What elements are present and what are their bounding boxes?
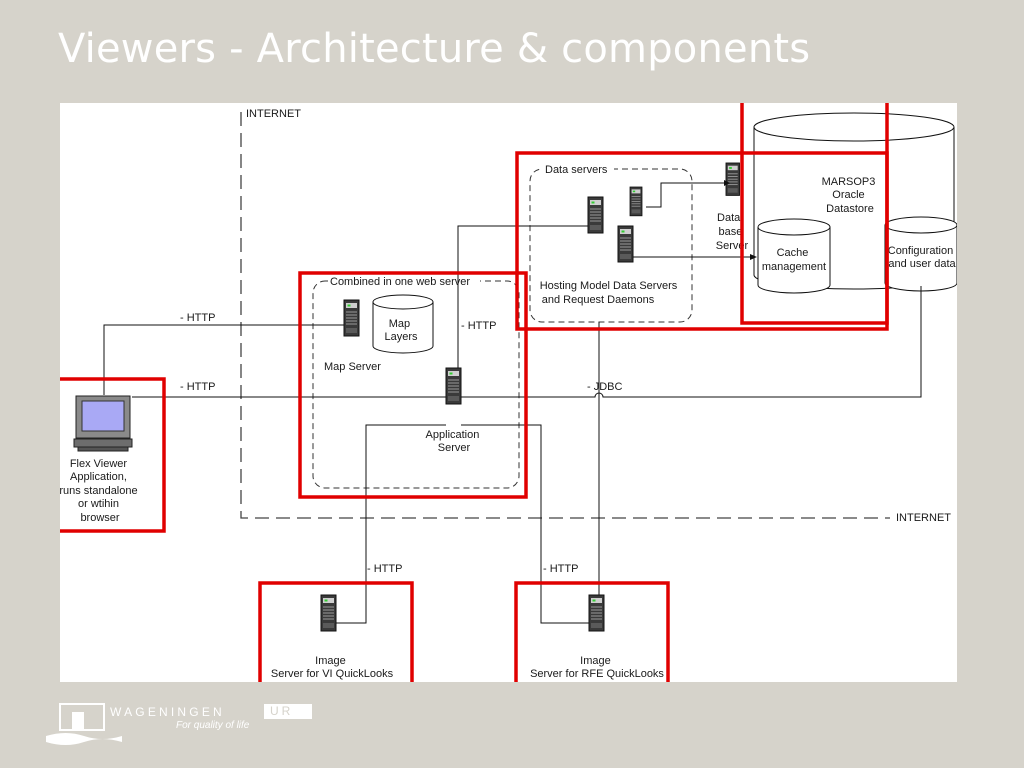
map-layers-label: Map Layers [384, 318, 418, 343]
brand-box: UR [264, 704, 312, 719]
conn-app-to-rfe [461, 424, 589, 624]
cache-cylinder [757, 218, 831, 294]
diagram-panel: INTERNET INTERNET MARSOP3 Oracle Datasto… [60, 103, 957, 682]
highlight-flex-viewer [60, 377, 166, 533]
flex-viewer-label: Flex Viewer Application, runs standalone… [60, 458, 141, 524]
conn-app-to-config [461, 286, 922, 398]
arrow-to-cache [750, 254, 757, 260]
data-servers-group [529, 168, 693, 323]
highlight-image-vi [258, 581, 414, 682]
map-server-label: Map Server [324, 361, 381, 373]
data-server-small-icon [629, 186, 643, 217]
internet-label-top: INTERNET [246, 108, 301, 120]
brand-name: WAGENINGEN [110, 705, 225, 719]
application-server-icon [445, 367, 462, 405]
cache-label: Cache management [762, 247, 826, 273]
conn-data-to-dbserver [646, 182, 724, 208]
flex-viewer-computer-icon [73, 395, 133, 452]
http-label-rfe: - HTTP [543, 563, 578, 575]
highlight-image-rfe [514, 581, 670, 682]
application-server-label: Application Server [426, 429, 483, 454]
config-cylinder [884, 216, 957, 292]
image-server-vi-label: Image Server for VI QuickLooks [271, 655, 394, 680]
internet-boundary [240, 112, 890, 519]
oracle-datastore-label: MARSOP3 Oracle Datastore [822, 176, 879, 215]
jdbc-label: - JDBC [587, 381, 623, 393]
data-server-icon [617, 225, 634, 263]
web-server-label-bg [328, 274, 480, 287]
hosting-server-icon [587, 196, 604, 234]
conn-app-to-hosting [457, 225, 588, 368]
internet-label-bottom: INTERNET [896, 512, 951, 524]
http-label-top: - HTTP [180, 312, 215, 324]
hosting-model-label: Hosting Model Data Servers and Request D… [540, 280, 681, 306]
highlight-data-servers [515, 151, 889, 331]
http-label-vi: - HTTP [367, 563, 402, 575]
http-label-app: - HTTP [461, 320, 496, 332]
database-server-icon [725, 162, 740, 196]
http-label-mid: - HTTP [180, 381, 215, 393]
image-server-vi-icon [320, 594, 337, 632]
brand-tagline: For quality of life [176, 720, 250, 731]
data-servers-label-bg [542, 162, 614, 175]
wageningen-logo-icon [46, 703, 122, 745]
slide-title: Viewers - Architecture & components [58, 26, 811, 72]
data-servers-label: Data servers [545, 164, 608, 176]
conn-flex-to-mapserver [103, 324, 344, 395]
arrow-to-dbserver [724, 180, 730, 186]
conn-app-to-vi [336, 424, 446, 624]
map-layers-cylinder [372, 294, 434, 354]
web-server-group-label: Combined in one web server [330, 276, 470, 288]
config-label: Configuration and user data [888, 245, 957, 270]
map-server-icon [343, 299, 360, 337]
highlight-web-server [298, 271, 528, 499]
image-server-rfe-icon [588, 594, 605, 632]
image-server-rfe-label: Image Server for RFE QuickLooks [530, 655, 664, 680]
architecture-diagram: INTERNET INTERNET MARSOP3 Oracle Datasto… [60, 103, 957, 682]
